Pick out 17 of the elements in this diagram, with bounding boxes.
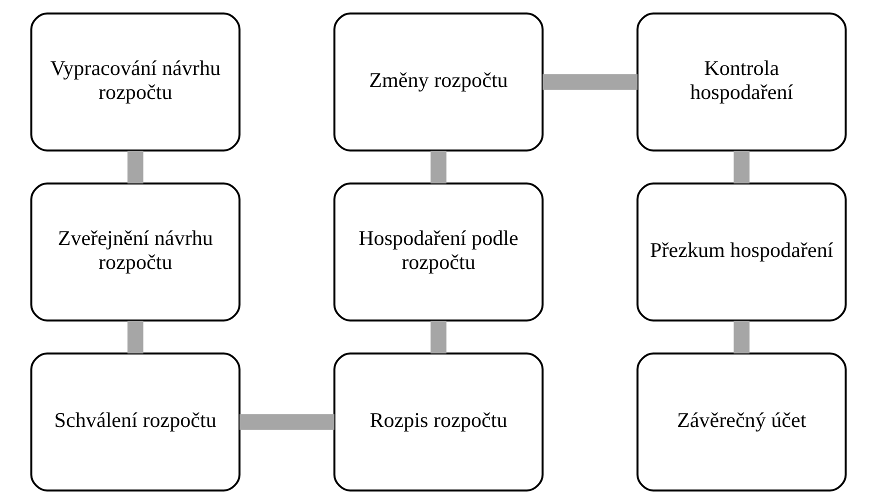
connector xyxy=(430,150,446,184)
connector xyxy=(127,150,144,184)
connector xyxy=(240,414,334,430)
connector xyxy=(734,150,750,184)
node-box: Přezkum hospodaření xyxy=(636,182,847,322)
node-box: Zveřejnění návrhu rozpočtu xyxy=(30,182,240,322)
connector xyxy=(734,320,750,354)
node-box: Vypracování návrhu rozpočtu xyxy=(30,12,240,152)
node-box: Rozpis rozpočtu xyxy=(333,352,544,492)
node-box: Závěrečný účet xyxy=(636,352,847,492)
connector xyxy=(127,320,144,354)
connector xyxy=(430,320,446,354)
connector xyxy=(542,74,638,90)
node-box: Schválení rozpočtu xyxy=(30,352,240,492)
node-box: Hospodaření podle rozpočtu xyxy=(333,182,544,322)
node-box: Kontrola hospodaření xyxy=(636,12,847,152)
node-box: Změny rozpočtu xyxy=(333,12,544,152)
